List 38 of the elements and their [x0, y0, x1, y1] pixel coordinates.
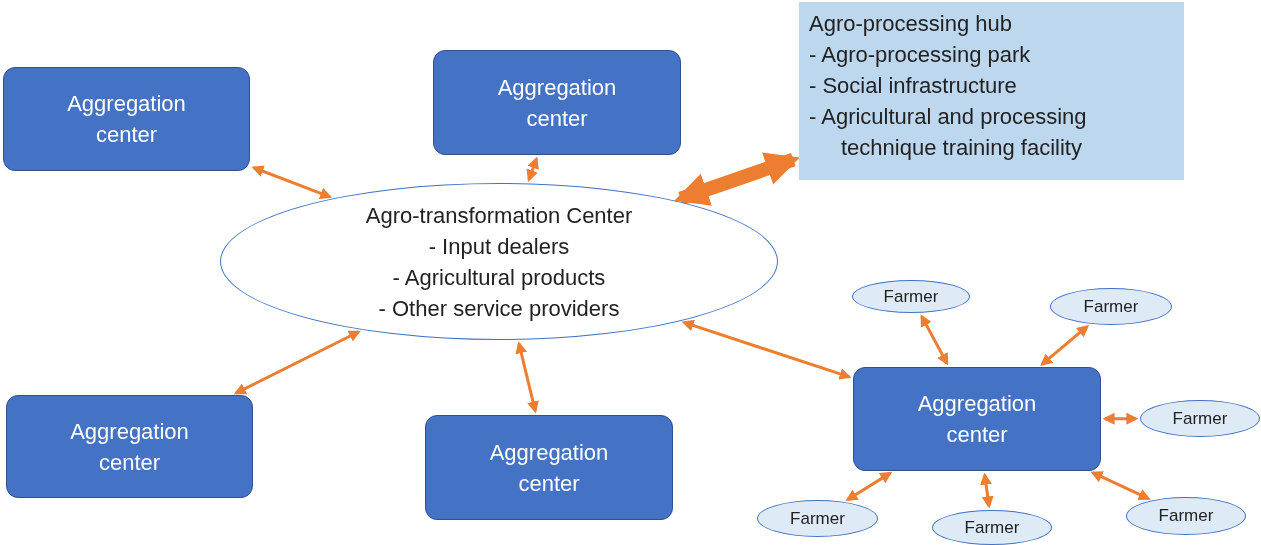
double-arrow [681, 319, 852, 380]
node-title: Agro-transformation Center [365, 201, 633, 230]
list-item: - Social infrastructure [809, 72, 1018, 100]
double-arrow [251, 165, 333, 199]
node-title: Aggregation center [66, 90, 187, 149]
node-title: Aggregation center [916, 390, 1038, 449]
double-arrow [1040, 324, 1090, 366]
node-title: Farmer [964, 517, 1020, 538]
double-arrow [920, 314, 949, 366]
farmer-ellipse [1140, 400, 1260, 437]
double-arrow [980, 472, 994, 509]
list-item: - Agro-processing park [809, 41, 1032, 69]
info-box [799, 2, 1184, 180]
list-item: - Input dealers [428, 232, 570, 261]
process-box [425, 415, 673, 520]
node-title: Farmer [1172, 408, 1228, 429]
node-title: Aggregation center [69, 417, 190, 477]
list-item: - Other service providers [378, 294, 620, 323]
process-box [853, 367, 1101, 471]
double-arrow [1090, 471, 1151, 500]
double-arrow [674, 152, 800, 206]
list-item: - Agricultural and processing technique training facility [809, 103, 1088, 162]
node-title: Farmer [1083, 296, 1139, 317]
double-arrow [233, 330, 361, 395]
node-title: Aggregation center [488, 438, 610, 498]
node-title: Farmer [790, 508, 845, 529]
node-title: Farmer [1158, 506, 1214, 526]
process-box [3, 67, 250, 171]
node-title: Aggregation center [496, 73, 618, 133]
double-arrow [845, 471, 893, 502]
list-item: - Agricultural products [392, 263, 606, 292]
process-box [433, 50, 681, 155]
node-title: Farmer [883, 286, 939, 307]
double-arrow [515, 341, 539, 414]
process-box [6, 395, 253, 498]
node-title: Agro-processing hub [809, 10, 1013, 38]
double-arrow [1102, 412, 1139, 425]
double-arrow [526, 156, 539, 182]
